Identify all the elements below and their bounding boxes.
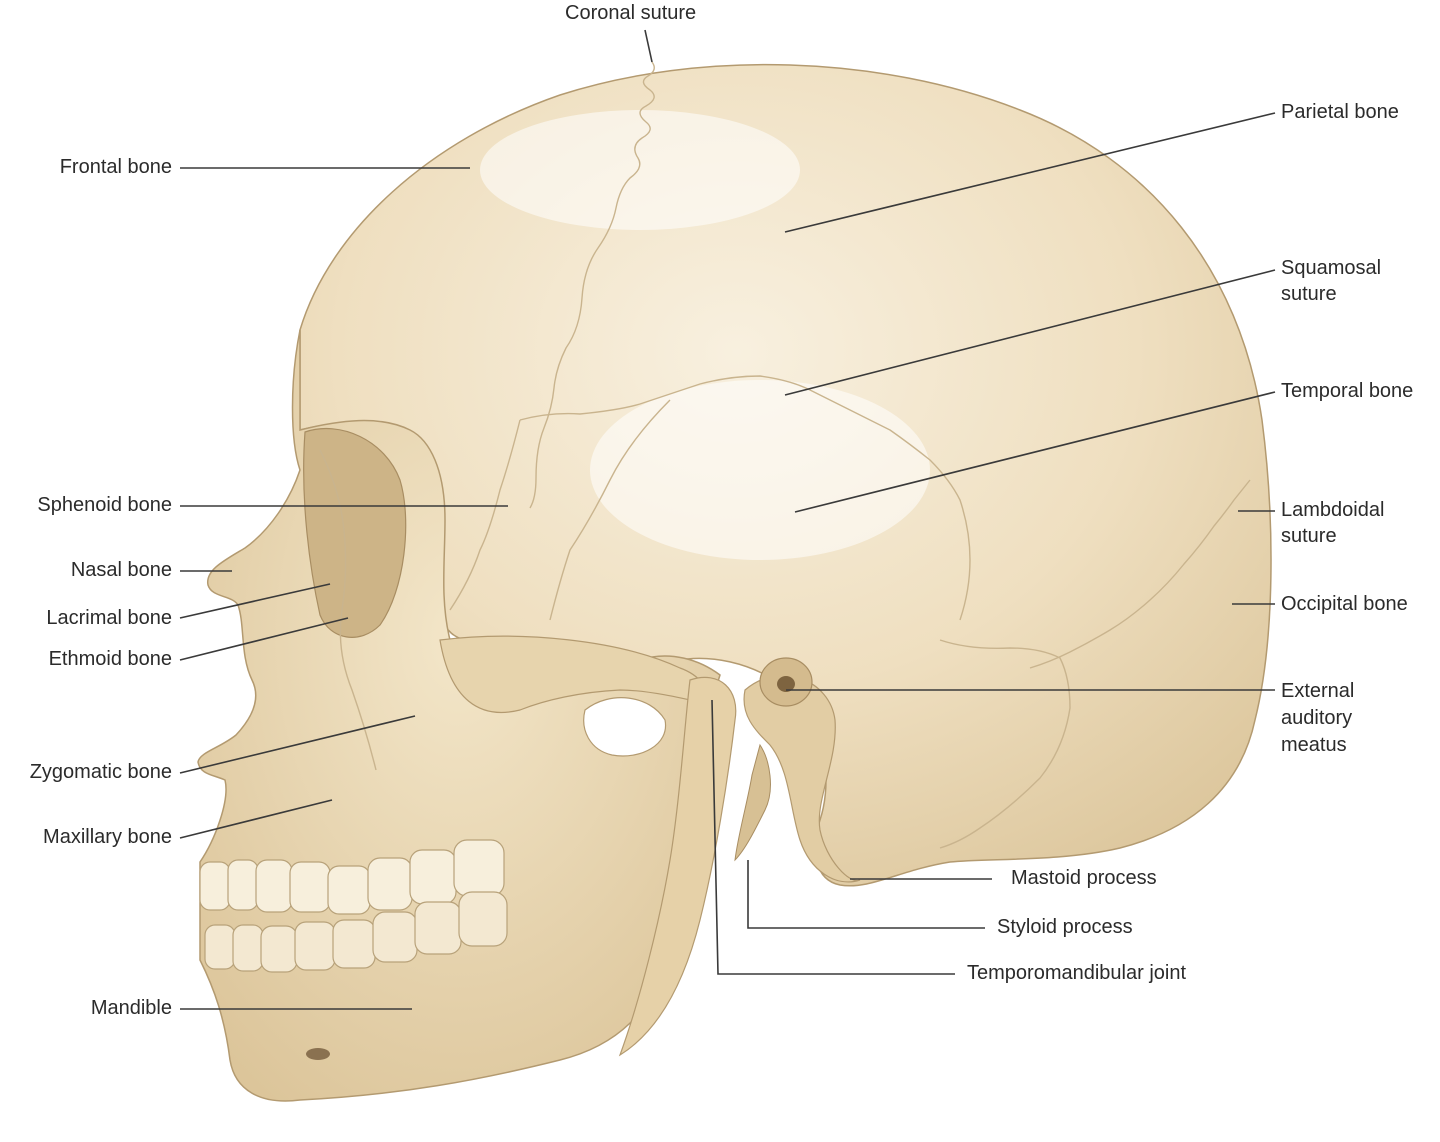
label-external-auditory-meatus-line2: auditory xyxy=(1281,707,1353,729)
upper-teeth xyxy=(199,839,505,915)
label-external-auditory-meatus-line3: meatus xyxy=(1281,734,1347,756)
frontal-highlight xyxy=(480,110,800,230)
label-sphenoid-bone: Sphenoid bone xyxy=(37,494,172,516)
label-squamosal-suture-line2: suture xyxy=(1281,283,1337,305)
temporal-suture-line xyxy=(549,399,671,621)
sphenoid-suture-line xyxy=(449,419,521,611)
label-lacrimal-bone: Lacrimal bone xyxy=(46,607,172,629)
zygomatic-arch xyxy=(439,635,713,714)
label-parietal-bone: Parietal bone xyxy=(1281,101,1399,123)
label-styloid-process: Styloid process xyxy=(997,916,1133,938)
label-frontal-bone: Frontal bone xyxy=(59,156,172,178)
label-temporal-bone: Temporal bone xyxy=(1281,380,1414,402)
coronal-suture-line xyxy=(529,61,655,509)
label-ethmoid-bone: Ethmoid bone xyxy=(48,648,172,670)
label-lambdoidal-suture-line2: suture xyxy=(1281,525,1337,547)
mental-foramen xyxy=(306,1048,330,1060)
meatus-opening xyxy=(777,676,795,692)
label-mandible: Mandible xyxy=(90,997,172,1019)
label-nasal-bone: Nasal bone xyxy=(70,559,172,581)
label-zygomatic-bone: Zygomatic bone xyxy=(29,761,172,783)
label-maxillary-bone: Maxillary bone xyxy=(43,826,172,848)
mastoid-region xyxy=(743,674,861,883)
mandibular-notch xyxy=(583,697,667,757)
leader-lines xyxy=(179,29,1276,1010)
label-temporomandibular-joint: Temporomandibular joint xyxy=(967,962,1187,984)
orbit xyxy=(303,428,407,638)
occipitomastoid-suture-line xyxy=(939,639,1071,849)
styloid-shape xyxy=(734,743,771,862)
label-external-auditory-meatus-line1: External xyxy=(1281,680,1355,702)
facial-suture-line xyxy=(319,449,377,771)
lower-teeth xyxy=(204,891,508,973)
squamosal-suture-line xyxy=(519,375,971,621)
label-coronal-suture: Coronal suture xyxy=(565,2,697,24)
label-squamosal-suture-line1: Squamosal xyxy=(1281,257,1382,279)
label-occipital-bone: Occipital bone xyxy=(1281,593,1408,615)
label-mastoid-process: Mastoid process xyxy=(1011,867,1157,889)
temporal-highlight xyxy=(590,380,930,560)
lambdoidal-suture-line xyxy=(1029,479,1251,669)
label-lambdoidal-suture-line1: Lambdoidal xyxy=(1281,499,1385,521)
mandible-ramus xyxy=(618,676,737,1057)
